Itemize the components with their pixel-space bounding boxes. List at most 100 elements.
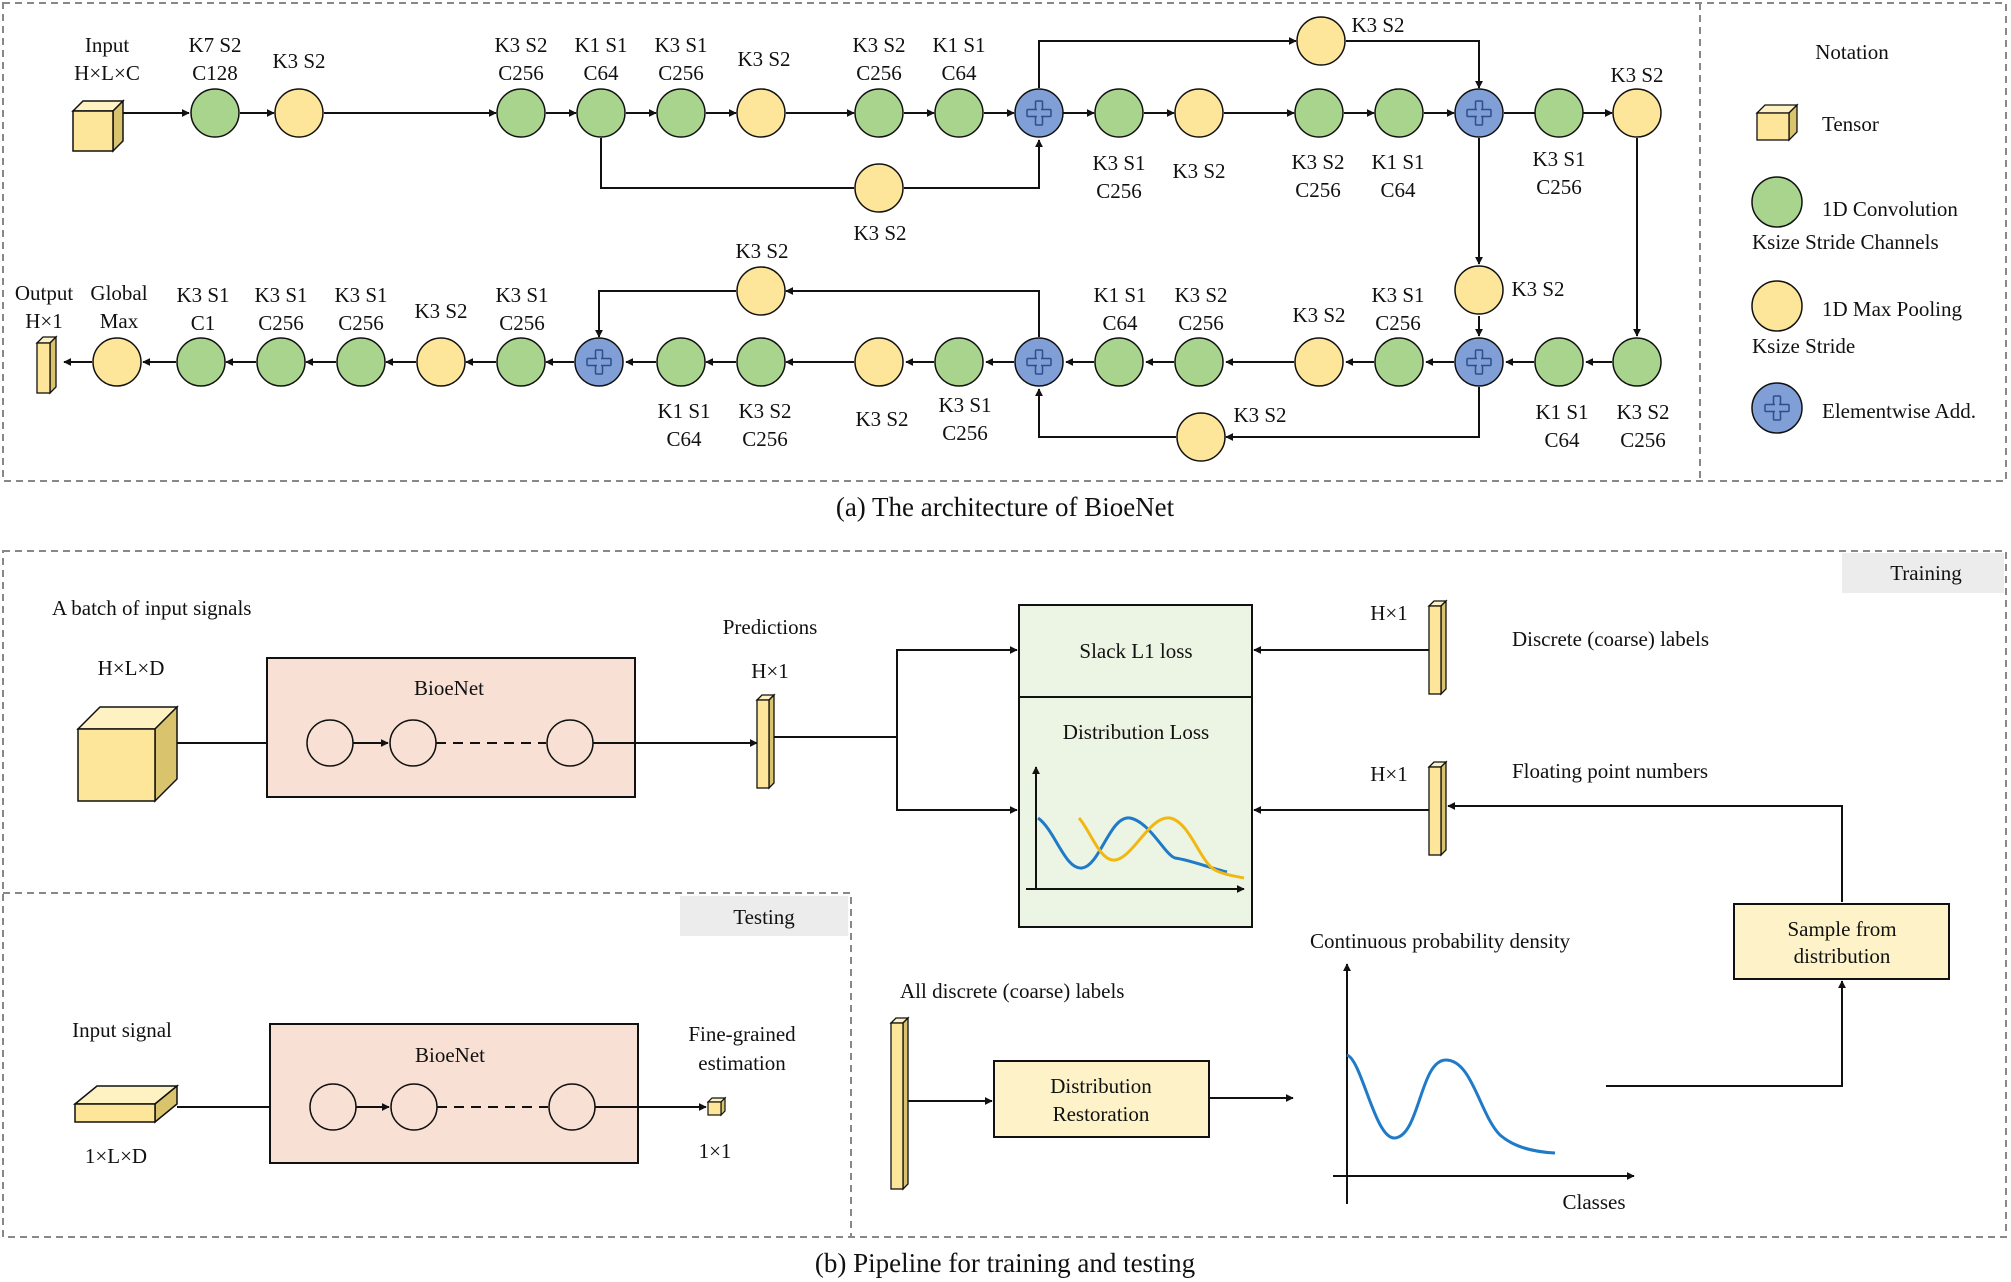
bioenet-train-node [546,719,594,767]
conv-node [736,337,786,387]
input-signal-label: Input signal [72,1018,172,1042]
input-label: Input [85,33,129,57]
svg-text:K3 S2: K3 S2 [414,299,467,323]
pool-node [1294,337,1344,387]
svg-text:C256: C256 [1620,428,1666,452]
pool-node [274,88,324,138]
floating-shape-label: H×1 [1370,762,1408,786]
loss-mini-plot [1026,766,1245,893]
row1-labels: K7 S2 C128 K3 S2 K3 S2 C256 K1 S1 C64 K3… [188,13,1663,301]
estimation-shape-label: 1×1 [699,1139,732,1163]
svg-text:C256: C256 [1295,178,1341,202]
svg-text:Ksize Stride: Ksize Stride [1752,334,1855,358]
svg-text:1D Convolution: 1D Convolution [1822,197,1958,221]
slack-l1-loss-box [1018,604,1253,698]
sample-label-line2: distribution [1794,944,1891,968]
svg-text:K3 S2: K3 S2 [1291,150,1344,174]
svg-text:C64: C64 [666,427,702,451]
conv-k7s2-node [190,88,240,138]
estimation-tensor-icon [706,1096,727,1117]
svg-text:Ksize Stride Channels: Ksize Stride Channels [1752,230,1939,254]
conv-node [656,337,706,387]
svg-text:K1 S1: K1 S1 [657,399,710,423]
svg-text:K7 S2: K7 S2 [188,33,241,57]
restoration-label-line2: Restoration [1053,1102,1150,1126]
svg-text:K3 S2: K3 S2 [1610,63,1663,87]
svg-text:C64: C64 [583,61,619,85]
pool-node [1296,16,1346,66]
bioenet-train-label: BioeNet [414,676,484,700]
svg-text:C64: C64 [1380,178,1416,202]
svg-text:C256: C256 [1096,179,1142,203]
add-node [1014,337,1064,387]
batch-tensor-icon [76,705,179,803]
conv-node [336,337,386,387]
conv-legend-icon [1751,176,1803,228]
input-tensor-icon [71,99,125,153]
conv-node [1094,88,1144,138]
bioenet-test-label: BioeNet [415,1043,485,1067]
global-max-pool-node [92,337,142,387]
input-signal-shape-label: 1×L×D [85,1144,147,1168]
svg-text:K3 S1: K3 S1 [495,283,548,307]
conv-node [1374,88,1424,138]
predictions-shape-label: H×1 [751,659,789,683]
conv-node [1374,337,1424,387]
svg-text:K3 S2: K3 S2 [738,399,791,423]
svg-text:K3 S2: K3 S2 [1233,403,1286,427]
bioenet-test-node [390,1083,438,1131]
add-legend-icon [1751,382,1803,434]
conv-node [934,337,984,387]
conv-node [576,88,626,138]
sample-label-line1: Sample from [1787,917,1896,941]
svg-text:K3 S1: K3 S1 [1092,151,1145,175]
pool-node [1176,412,1226,462]
output-tensor-icon [35,335,58,395]
conv-node [1174,337,1224,387]
svg-text:K3 S2: K3 S2 [735,239,788,263]
svg-text:K1 S1: K1 S1 [932,33,985,57]
tensor-legend-icon [1755,103,1799,142]
svg-text:C256: C256 [942,421,988,445]
classes-label: Classes [1563,1190,1626,1214]
pool-node [1174,88,1224,138]
discrete-shape-label: H×1 [1370,601,1408,625]
batch-label: A batch of input signals [52,596,251,620]
testing-tag [680,896,848,936]
fine-grained-label-line1: Fine-grained [688,1022,796,1046]
add-node [1014,88,1064,138]
svg-text:K3 S1: K3 S1 [254,283,307,307]
add-node [1454,88,1504,138]
conv-node [176,337,226,387]
svg-text:Tensor: Tensor [1822,112,1879,136]
svg-text:C256: C256 [499,311,545,335]
conv-node [656,88,706,138]
architecture-panel [2,2,2007,482]
distribution-restoration-box [993,1060,1210,1138]
svg-text:K1 S1: K1 S1 [1093,283,1146,307]
svg-text:C256: C256 [856,61,902,85]
svg-text:C256: C256 [1178,311,1224,335]
pool-node [416,337,466,387]
svg-text:K1 S1: K1 S1 [1371,150,1424,174]
svg-text:Output: Output [15,281,74,305]
svg-text:K1 S1: K1 S1 [574,33,627,57]
svg-text:K3 S1: K3 S1 [1532,147,1585,171]
svg-text:K3 S1: K3 S1 [654,33,707,57]
testing-panel [2,892,852,1238]
predictions-label: Predictions [723,615,818,639]
slack-l1-loss-label: Slack L1 loss [1079,639,1192,663]
svg-text:C256: C256 [498,61,544,85]
svg-text:K1 S1: K1 S1 [1535,400,1588,424]
input-signal-tensor-icon [72,1084,180,1124]
discrete-labels-text: Discrete (coarse) labels [1512,627,1709,651]
sample-distribution-box [1733,903,1950,980]
conv-node [1612,337,1662,387]
bioenet-train-node [389,719,437,767]
svg-text:C64: C64 [1544,428,1580,452]
batch-shape-label: H×L×D [98,656,165,680]
training-label: Training [1890,561,1962,585]
svg-text:C256: C256 [1375,311,1421,335]
notation-legend: Notation Tensor 1D Convolution Ksize Str… [1751,40,1976,434]
